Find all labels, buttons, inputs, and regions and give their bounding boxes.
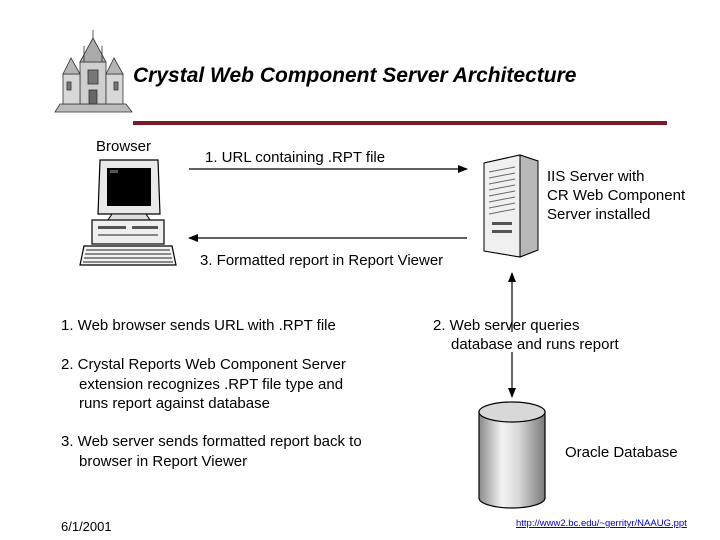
step-line: 1. Web browser sends URL with .RPT file	[61, 317, 336, 334]
footer-date: 6/1/2001	[61, 519, 112, 534]
desktop-computer-icon	[79, 159, 177, 266]
step-line: runs report against database	[79, 395, 270, 412]
step-line: extension recognizes .RPT file type and	[79, 375, 344, 393]
page-title: Crystal Web Component Server Architectur…	[133, 64, 577, 87]
db-query-label-line: database and runs report	[451, 336, 619, 353]
server-label: IIS Server with CR Web Component Server …	[547, 167, 685, 224]
db-query-label: 2. Web server queries database and runs …	[433, 316, 619, 354]
server-label-line: CR Web Component	[547, 187, 686, 204]
footer-link[interactable]: http://www2.bc.edu/~gerrityr/NAAUG.ppt	[516, 518, 687, 529]
db-query-label-line: 2. Web server queries	[433, 317, 580, 334]
step-line: 2. Crystal Reports Web Component Server	[61, 356, 346, 373]
database-cylinder-icon	[478, 401, 546, 509]
server-label-line: Server installed	[547, 206, 651, 223]
server-label-line: IIS Server with	[547, 168, 645, 185]
title-rule	[133, 121, 667, 125]
step-3: 3. Web server sends formatted report bac…	[61, 432, 362, 471]
step-line: 3. Web server sends formatted report bac…	[61, 433, 362, 450]
server-tower-icon	[483, 154, 539, 258]
db-label: Oracle Database	[565, 444, 678, 461]
step-line: browser in Report Viewer	[79, 452, 248, 470]
browser-label: Browser	[96, 138, 152, 155]
step-2: 2. Crystal Reports Web Component Server …	[61, 355, 346, 414]
arrow3-label: 3. Formatted report in Report Viewer	[200, 252, 444, 269]
cathedral-logo-icon	[54, 30, 133, 113]
arrow1-label: 1. URL containing .RPT file	[205, 149, 386, 166]
step-1: 1. Web browser sends URL with .RPT file	[61, 316, 336, 336]
